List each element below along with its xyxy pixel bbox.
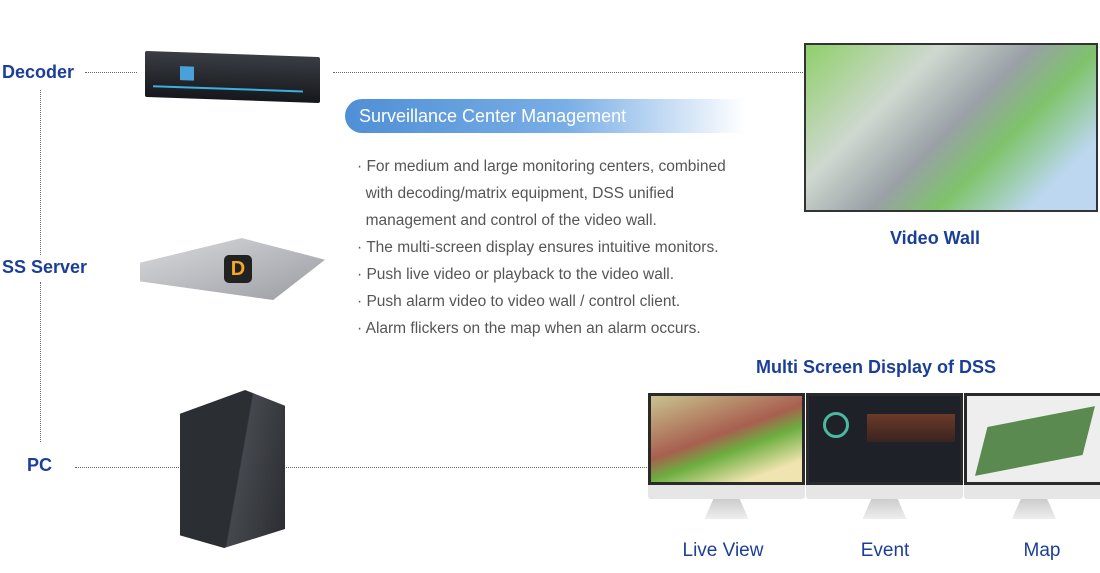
screen-label-map: Map bbox=[1023, 540, 1061, 561]
connector-line bbox=[85, 72, 137, 73]
screen-label-live-view: Live View bbox=[682, 540, 764, 561]
video-wall-label: Video Wall bbox=[890, 228, 981, 248]
ss-server-label: SS Server bbox=[2, 257, 88, 277]
connector-line bbox=[333, 72, 803, 73]
pc-label: PC bbox=[27, 455, 53, 475]
multi-screen-title: Multi Screen Display of DSS bbox=[756, 357, 997, 377]
feature-bullet: · Push live video or playback to the vid… bbox=[357, 266, 675, 283]
section-title-pill: Surveillance Center Management bbox=[345, 99, 745, 133]
feature-bullet: · The multi-screen display ensures intui… bbox=[357, 239, 719, 256]
decoder-device-image bbox=[145, 50, 320, 104]
feature-bullet: · Alarm flickers on the map when an alar… bbox=[357, 320, 701, 337]
feature-bullet: · Push alarm video to video wall / contr… bbox=[357, 293, 681, 310]
feature-bullet: with decoding/matrix equipment, DSS unif… bbox=[357, 185, 675, 202]
connector-line bbox=[75, 467, 647, 468]
video-wall-image bbox=[804, 43, 1098, 212]
decoder-label: Decoder bbox=[2, 62, 75, 82]
pc-tower-image bbox=[180, 390, 285, 548]
feature-bullet: · For medium and large monitoring center… bbox=[357, 158, 726, 175]
connector-line bbox=[40, 282, 41, 442]
dss-logo-icon: D bbox=[224, 255, 252, 283]
feature-bullet: management and control of the video wall… bbox=[357, 212, 657, 229]
screen-label-event: Event bbox=[860, 540, 910, 561]
connector-line bbox=[40, 90, 41, 255]
